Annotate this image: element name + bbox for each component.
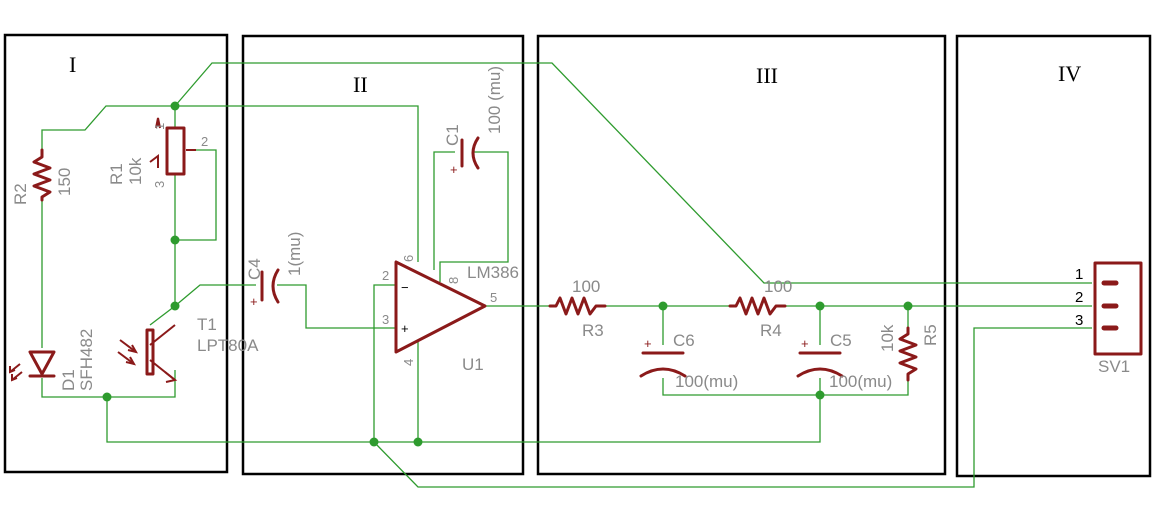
- c6-plus: +: [644, 336, 652, 351]
- led-d1: D1 SFH482: [9, 329, 96, 391]
- capacitor-c4: + C4 1(mu): [245, 232, 304, 309]
- section-label-2: II: [353, 72, 368, 97]
- c5-value: 100(mu): [829, 372, 892, 391]
- section-label-3: III: [756, 63, 778, 88]
- u1-pin6: 6: [401, 255, 416, 262]
- c4-name: C4: [245, 258, 264, 280]
- u1-pin4: 4: [401, 359, 416, 366]
- r1-value: 10k: [126, 157, 145, 185]
- potentiometer-r1: 1 2 3 R1 10k: [107, 117, 208, 188]
- sv1-pin3: 3: [1075, 312, 1083, 329]
- capacitor-c1: + C1 100 (mu): [443, 66, 504, 177]
- r3-value: 100: [572, 277, 600, 296]
- c1-value: 100 (mu): [485, 66, 504, 134]
- section-label-4: IV: [1058, 61, 1081, 86]
- c4-plus: +: [250, 294, 258, 309]
- junctions: [102, 101, 913, 447]
- r1-name: R1: [107, 163, 126, 185]
- connector-sv1: 1 2 3 SV1: [1075, 261, 1143, 376]
- resistor-r2: R2 150: [11, 148, 74, 205]
- r2-name: R2: [11, 183, 30, 205]
- c6-name: C6: [673, 331, 695, 350]
- r5-name: R5: [921, 324, 940, 346]
- sv1-pin2: 2: [1075, 289, 1083, 306]
- u1-pin8: 8: [446, 277, 461, 284]
- d1-value: SFH482: [77, 329, 96, 391]
- c6-value: 100(mu): [675, 372, 738, 391]
- u1-minus: −: [401, 280, 409, 295]
- u1-pin5: 5: [490, 290, 497, 305]
- sv1-name: SV1: [1098, 357, 1130, 376]
- t1-value: LPT80A: [197, 336, 259, 355]
- r4-value: 100: [764, 277, 792, 296]
- c5-name: C5: [830, 331, 852, 350]
- opamp-u1: − + 2 3 4 5 6 8 LM386 U1: [382, 255, 519, 374]
- r1-pin2: 2: [201, 134, 208, 149]
- r4-name: R4: [760, 321, 782, 340]
- section-frame-4: [955, 34, 1152, 478]
- r3-name: R3: [582, 321, 604, 340]
- r5-value: 10k: [878, 324, 897, 352]
- resistor-r4: 100 R4: [728, 277, 792, 340]
- wires: [41, 62, 1092, 488]
- t1-name: T1: [197, 315, 217, 334]
- section-frame-2: [241, 34, 525, 476]
- c5-plus: +: [801, 336, 809, 351]
- resistor-r3: 100 R3: [548, 277, 607, 340]
- capacitor-c6: + C6 100(mu): [639, 331, 738, 391]
- u1-plus: +: [401, 321, 409, 336]
- d1-name: D1: [59, 369, 78, 391]
- section-label-1: I: [69, 52, 76, 77]
- u1-pin3: 3: [382, 312, 389, 327]
- u1-pin2: 2: [382, 268, 389, 283]
- capacitor-c5: + C5 100(mu): [796, 331, 892, 391]
- resistor-r5: 10k R5: [878, 324, 940, 382]
- u1-name: U1: [462, 355, 484, 374]
- u1-value: LM386: [467, 263, 519, 282]
- r1-pin3: 3: [152, 181, 167, 188]
- c4-value: 1(mu): [285, 232, 304, 276]
- c1-name: C1: [443, 124, 462, 146]
- sv1-pin1: 1: [1075, 266, 1083, 283]
- section-frame-3: [536, 34, 947, 476]
- phototransistor-t1: T1 LPT80A: [117, 315, 259, 383]
- c1-plus: +: [450, 162, 458, 177]
- r2-value: 150: [55, 168, 74, 196]
- section-frame-1: [3, 33, 229, 474]
- r1-pin1: 1: [152, 123, 167, 130]
